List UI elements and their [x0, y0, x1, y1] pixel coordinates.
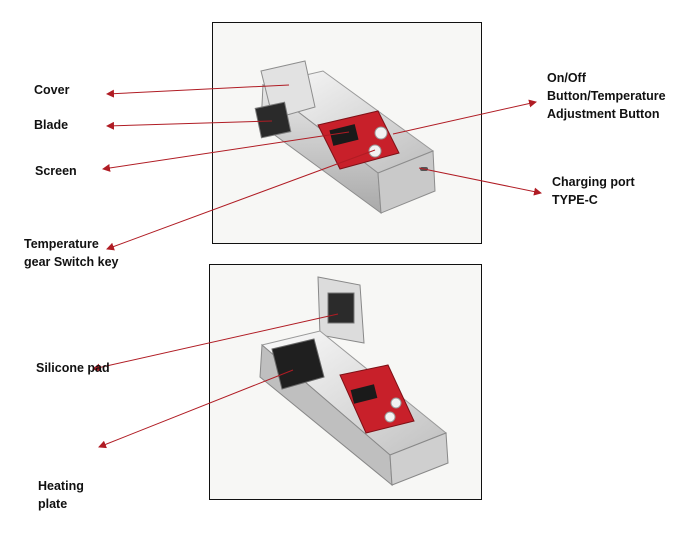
label-cover: Cover: [34, 83, 70, 97]
device-closed-illustration: [254, 60, 436, 215]
label-blade: Blade: [34, 118, 69, 132]
label-charging-port: Charging port TYPE-C: [552, 175, 635, 207]
product-photo-open: [209, 264, 482, 500]
label-temperature-gear: Temperature gear Switch key: [24, 237, 119, 269]
label-heating-plate: Heating plate: [38, 479, 84, 511]
label-screen: Screen: [35, 164, 77, 178]
product-photo-closed: [212, 22, 482, 244]
device-open-illustration: [259, 276, 449, 487]
label-silicone-pad: Silicone pad: [36, 361, 110, 375]
label-onoff-button: On/Off Button/Temperature Adjustment But…: [547, 71, 666, 121]
